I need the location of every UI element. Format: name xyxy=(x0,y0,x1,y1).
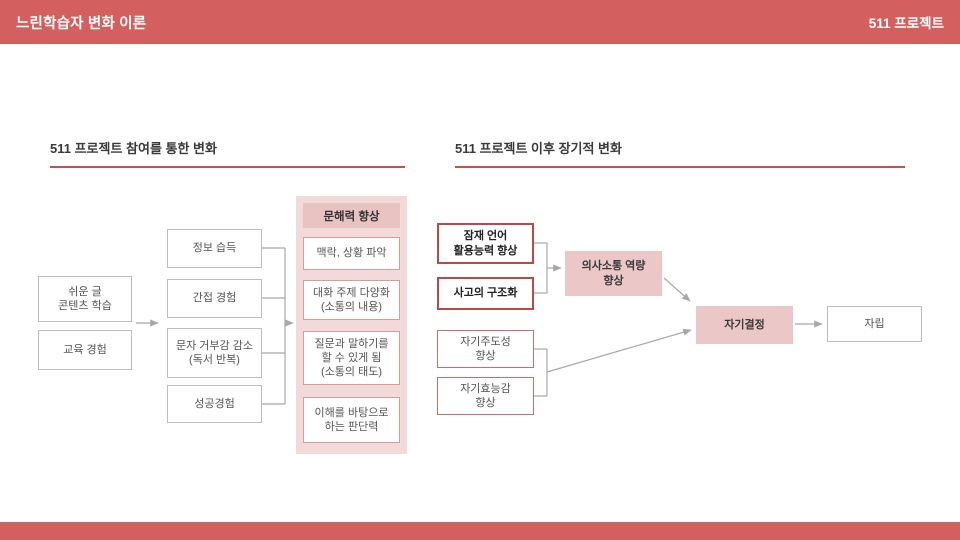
literacy-box-speaking: 질문과 말하기를 할 수 있게 됨 (소통의 태도) xyxy=(303,331,400,385)
section-underline-left xyxy=(50,166,405,168)
section-underline-right xyxy=(455,166,905,168)
input-box-easy-content: 쉬운 글 콘텐츠 학습 xyxy=(38,276,132,322)
outcome-box-structured-thinking: 사고의 구조화 xyxy=(437,277,534,310)
outcome-box-self-determination: 자기결정 xyxy=(696,306,793,344)
mediator-box-indirect: 간접 경험 xyxy=(167,279,262,318)
page-title: 느린학습자 변화 이론 xyxy=(16,15,147,32)
mediator-box-success: 성공경험 xyxy=(167,385,262,423)
literacy-box-context: 맥락, 상황 파악 xyxy=(303,237,400,270)
literacy-panel-title: 문해력 향상 xyxy=(303,203,400,228)
literacy-box-topics: 대화 주제 다양화 (소통의 내용) xyxy=(303,280,400,320)
outcome-box-independence: 자립 xyxy=(827,306,922,342)
literacy-box-judgment: 이해를 바탕으로 하는 판단력 xyxy=(303,397,400,443)
outcome-box-self-direction: 자기주도성 향상 xyxy=(437,330,534,368)
section-title-right: 511 프로젝트 이후 장기적 변화 xyxy=(455,141,622,156)
footer-bar xyxy=(0,522,960,540)
outcome-box-communication: 의사소통 역량 향상 xyxy=(565,251,662,296)
input-box-education: 교육 경험 xyxy=(38,330,132,370)
header-bar: 느린학습자 변화 이론 511 프로젝트 xyxy=(0,0,960,44)
project-label: 511 프로젝트 xyxy=(868,16,944,31)
outcome-box-latent-language: 잠재 언어 활용능력 향상 xyxy=(437,223,534,264)
section-title-left: 511 프로젝트 참여를 통한 변화 xyxy=(50,141,217,156)
outcome-box-self-efficacy: 자기효능감 향상 xyxy=(437,377,534,415)
mediator-box-info: 정보 습득 xyxy=(167,229,262,268)
mediator-box-text-aversion: 문자 거부감 감소 (독서 반복) xyxy=(167,328,262,378)
